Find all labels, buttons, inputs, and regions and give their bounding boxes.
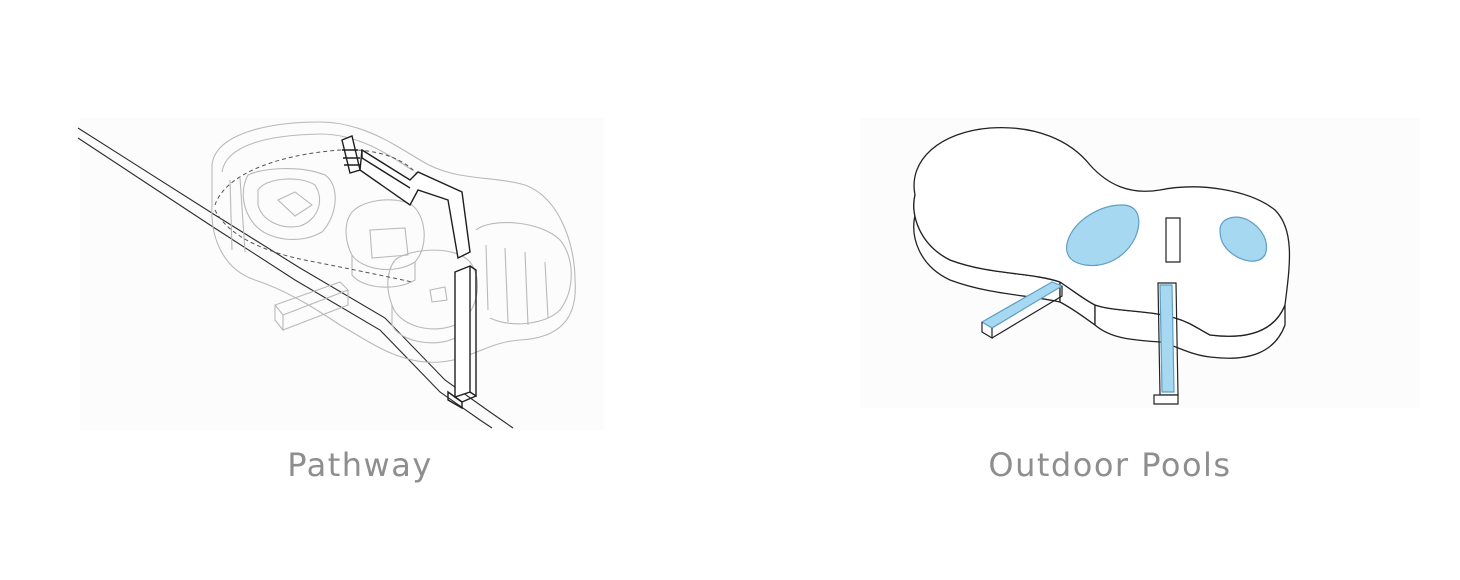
pathway-axonometric-drawing: [0, 0, 730, 580]
outdoor-pools-axonometric-drawing: [730, 0, 1460, 580]
pathway-diagram-panel: Pathway: [0, 0, 730, 580]
pathway-caption: Pathway: [230, 446, 490, 484]
pool-channel-right: [1160, 285, 1174, 392]
outdoor-pools-caption: Outdoor Pools: [960, 446, 1260, 484]
outdoor-pools-diagram-panel: Outdoor Pools: [730, 0, 1460, 580]
